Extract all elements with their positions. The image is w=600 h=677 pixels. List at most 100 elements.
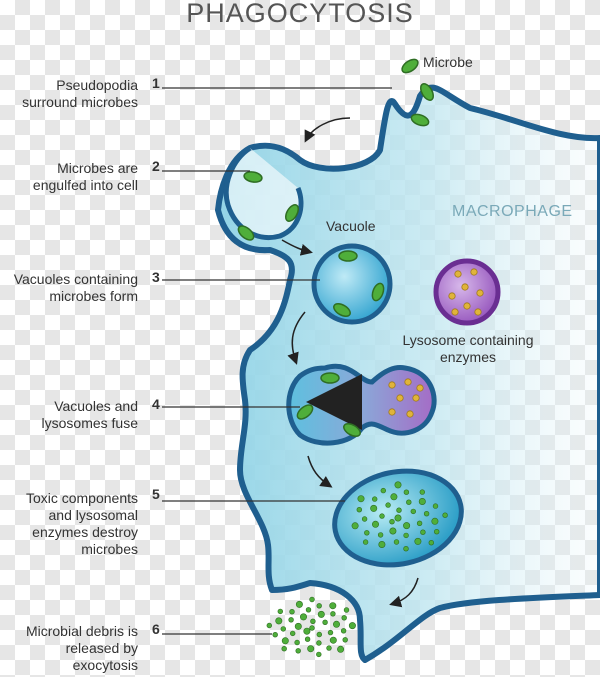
debris-particle xyxy=(272,631,278,638)
enzyme-dot xyxy=(416,384,424,392)
macrophage-label: MACROPHAGE xyxy=(452,203,573,220)
enzyme-dot xyxy=(461,283,469,291)
enzyme-dot xyxy=(448,292,456,300)
toxic-particle xyxy=(434,528,440,535)
toxic-particle xyxy=(432,503,439,509)
step-4-label: Vacuoles and lysosomes fuse xyxy=(41,398,138,431)
step-2-label: Microbes are engulfed into cell xyxy=(32,160,138,193)
arrow-1-2 xyxy=(304,117,351,143)
toxic-particle xyxy=(364,530,370,536)
toxic-particle xyxy=(362,539,369,545)
toxic-particle xyxy=(416,520,423,526)
arrow-3-4 xyxy=(287,311,306,365)
toxic-particle xyxy=(370,504,378,512)
toxic-particle xyxy=(420,529,426,535)
debris-particle xyxy=(289,608,295,615)
microbe-icon xyxy=(243,171,263,183)
debris-particle xyxy=(341,615,347,621)
debris-particle xyxy=(329,636,337,644)
vacuole xyxy=(311,243,393,325)
microbe-icon xyxy=(237,225,255,241)
toxic-particle xyxy=(442,512,448,518)
debris-particle xyxy=(307,645,315,653)
debris-particle xyxy=(299,613,307,621)
toxic-particle xyxy=(403,545,409,552)
toxic-particle xyxy=(403,489,410,495)
debris-particle xyxy=(309,596,315,603)
debris-particle xyxy=(294,622,302,630)
toxic-particle xyxy=(406,499,412,505)
step-4-number: 4 xyxy=(152,396,160,412)
microbe-label: Microbe xyxy=(423,54,473,70)
enzyme-dot xyxy=(406,410,414,418)
step-5-label: Toxic components and lysosomal enzymes d… xyxy=(25,490,138,557)
debris-particle xyxy=(317,610,325,618)
microbe-icon xyxy=(371,282,385,302)
debris-particle xyxy=(304,636,311,642)
toxic-particle xyxy=(390,493,398,501)
debris-particle xyxy=(316,631,322,638)
arrow-4-5 xyxy=(307,455,333,488)
lysosome xyxy=(433,258,501,326)
microbe-icon xyxy=(410,113,430,127)
debris-particle xyxy=(316,651,322,658)
toxic-particle xyxy=(378,540,386,548)
vacuole-label: Vacuole xyxy=(326,218,376,234)
microbe-icon xyxy=(296,404,314,420)
debris-particle xyxy=(303,627,311,635)
enzyme-dot xyxy=(404,378,412,386)
toxic-particle xyxy=(431,517,439,525)
toxic-particle xyxy=(414,537,422,545)
toxic-particle xyxy=(410,508,416,515)
enzyme-dot xyxy=(412,394,420,402)
debris-particle xyxy=(309,625,315,631)
toxic-particle xyxy=(371,520,379,528)
debris-particle xyxy=(342,637,348,643)
debris-particle xyxy=(310,618,316,624)
debris-particle xyxy=(327,629,334,636)
toxic-particle xyxy=(377,532,384,538)
debris-particle xyxy=(275,617,283,625)
debris-particle xyxy=(348,622,356,630)
debris-particle xyxy=(295,600,303,608)
enzyme-dots xyxy=(266,268,484,658)
debris-particle xyxy=(281,645,287,652)
debris-particle xyxy=(330,611,336,617)
toxic-particle xyxy=(394,481,402,489)
toxic-particle xyxy=(393,539,400,545)
debris-particle xyxy=(316,603,322,609)
toxic-particle xyxy=(361,516,368,522)
debris-particle xyxy=(337,645,345,653)
debris-particle xyxy=(343,607,350,613)
debris-particle xyxy=(332,620,340,628)
enzyme-dot xyxy=(388,408,396,416)
toxic-particle xyxy=(403,522,411,530)
step-6-number: 6 xyxy=(152,621,160,637)
toxic-particle xyxy=(423,511,430,517)
debris-particle xyxy=(277,608,283,615)
toxic-particle xyxy=(380,487,386,494)
enzyme-dot xyxy=(470,268,478,276)
enzyme-dot xyxy=(454,270,462,278)
enzyme-dot xyxy=(474,308,482,316)
debris-particle xyxy=(288,617,294,623)
toxic-particle xyxy=(356,507,362,513)
toxic-particle xyxy=(396,507,402,513)
toxic-particle xyxy=(385,502,391,508)
enzyme-dot xyxy=(463,302,471,310)
microbe-icon xyxy=(285,204,299,222)
toxic-particle xyxy=(418,497,426,505)
debris-particle xyxy=(294,639,300,646)
step-3-number: 3 xyxy=(152,269,160,285)
toxic-particle xyxy=(419,489,425,495)
step-5-number: 5 xyxy=(152,486,160,502)
enzyme-dot xyxy=(388,381,396,389)
step-1-number: 1 xyxy=(152,75,160,91)
step-1-label: Pseudopodia surround microbes xyxy=(22,77,138,110)
enzyme-dot xyxy=(476,289,484,297)
lysosome-label: Lysosome containing enzymes xyxy=(402,332,534,365)
debris-particle xyxy=(329,602,337,610)
debris-particle xyxy=(266,622,272,629)
enzyme-dot xyxy=(451,308,459,316)
toxic-particle xyxy=(394,514,402,522)
